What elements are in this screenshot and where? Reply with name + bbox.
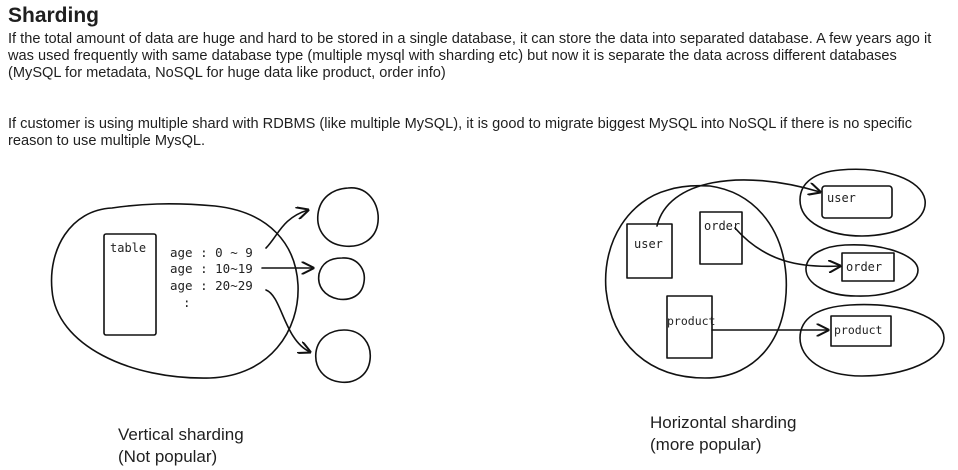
- target-database-order: [805, 244, 919, 297]
- target-table-order: [841, 252, 895, 282]
- shard-circle-3: [315, 329, 371, 384]
- source-database-blob-horizontal: [604, 184, 788, 379]
- source-table-order-label: order: [704, 219, 740, 233]
- target-database-user: [799, 168, 926, 237]
- vertical-caption: Vertical sharding (Not popular): [118, 424, 244, 468]
- vertical-caption-line2: (Not popular): [118, 447, 218, 466]
- target-table-product: [830, 315, 892, 347]
- source-database-blob: [50, 203, 299, 379]
- arrow-to-shard-3: [265, 289, 310, 352]
- source-table-user: [626, 223, 673, 279]
- target-table-order-label: order: [846, 260, 882, 274]
- range-label-0: age : 0 ~ 9: [170, 245, 253, 260]
- vertical-caption-line1: Vertical sharding: [118, 425, 244, 444]
- vertical-sharding-group: table age : 0 ~ 9 age : 10~19 age : 20~2…: [50, 187, 379, 384]
- target-database-product: [799, 303, 945, 377]
- arrow-user-to-shard: [656, 179, 820, 227]
- range-label-ellipsis: :: [183, 295, 191, 310]
- source-table-product: [666, 295, 713, 359]
- target-table-user: [821, 185, 893, 219]
- source-table-user-label: user: [634, 237, 663, 251]
- shard-circle-1: [317, 187, 379, 248]
- shard-circle-2: [317, 257, 366, 301]
- target-table-product-label: product: [834, 323, 882, 337]
- intro-paragraph: If the total amount of data are huge and…: [8, 31, 932, 81]
- horizontal-caption-line1: Horizontal sharding: [650, 413, 797, 432]
- source-table-order: [699, 211, 743, 265]
- source-table-box: [103, 233, 157, 336]
- arrow-to-shard-1: [265, 210, 308, 249]
- range-label-1: age : 10~19: [170, 261, 253, 276]
- source-table-product-label: product: [667, 314, 715, 328]
- target-table-user-label: user: [827, 191, 856, 205]
- arrow-order-to-shard: [734, 227, 840, 266]
- horizontal-caption-line2: (more popular): [650, 435, 762, 454]
- page-title: Sharding: [8, 4, 100, 27]
- range-label-2: age : 20~29: [170, 278, 253, 293]
- horizontal-caption: Horizontal sharding (more popular): [650, 412, 796, 456]
- advice-paragraph: If customer is using multiple shard with…: [8, 116, 913, 149]
- table-label: table: [110, 241, 146, 255]
- horizontal-sharding-group: user order product user order product: [604, 168, 945, 379]
